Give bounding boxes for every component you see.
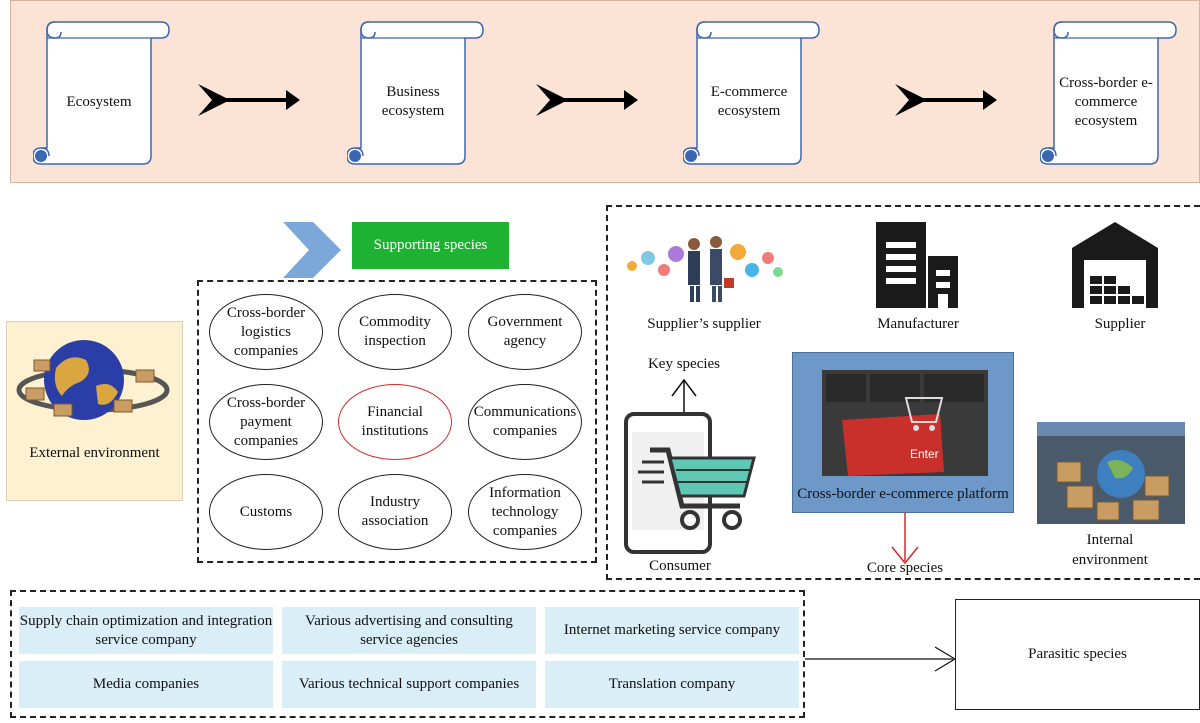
supporting-species-group: [197, 280, 597, 563]
supporting-item: Customs: [209, 474, 323, 550]
supplier-label: Supplier: [1094, 316, 1146, 332]
parasitic-item: Various advertising and consulting servi…: [282, 607, 536, 654]
stage-label: Cross-border e-commerce ecosystem: [1059, 74, 1153, 129]
parasitic-item: Translation company: [545, 661, 799, 708]
key-species-arrow: [671, 378, 697, 412]
supporting-item: Information technology companies: [468, 474, 582, 550]
parasitic-arrow: [805, 646, 957, 672]
manufacturer-label: Manufacturer: [877, 316, 959, 332]
suppliers-supplier-label: Supplier’s supplier: [647, 316, 761, 332]
external-environment-label: External environment: [29, 445, 160, 461]
stage-label: Ecosystem: [66, 93, 132, 110]
core-key-species-region: [606, 205, 1200, 580]
warehouse-icon: [1072, 222, 1158, 308]
stage-label: Business ecosystem: [381, 84, 445, 119]
stage-scroll-e-commerce-ecosystem: E-commerce ecosystem: [683, 18, 823, 168]
supporting-item: Communications companies: [468, 384, 582, 460]
globe-logistics-icon: [16, 340, 170, 420]
key-species-label: Key species: [647, 356, 721, 372]
parasitic-item: Various technical support companies: [282, 661, 536, 708]
parasitic-species-box: Parasitic species: [955, 599, 1200, 710]
consumer-label: Consumer: [649, 558, 711, 574]
internal-environment-label: Internal environment: [1072, 532, 1148, 568]
supporting-item: Cross-border logistics companies: [209, 294, 323, 370]
supporting-item: Commodity inspection: [338, 294, 452, 370]
parasitic-species-group: [10, 590, 805, 718]
parasitic-item: Supply chain optimization and integratio…: [19, 607, 273, 654]
stage-arrow-2: [536, 84, 638, 116]
stage-arrow-3: [895, 84, 997, 116]
shopping-cart-phone-icon: [624, 412, 756, 554]
suppliers-supplier-icon: [627, 236, 783, 302]
stage-scroll-business-ecosystem: Business ecosystem: [347, 18, 487, 168]
internal-environment-globe-icon: [1037, 422, 1185, 524]
stage-scroll-cross-border-ecosystem: Cross-border e-commerce ecosystem: [1040, 18, 1180, 168]
stage-arrow-1: [198, 84, 300, 116]
svg-text:Enter: Enter: [910, 447, 939, 461]
supporting-item-highlighted: Financial institutions: [338, 384, 452, 460]
factory-building-icon: [876, 222, 958, 308]
parasitic-item: Internet marketing service company: [545, 607, 799, 654]
chevron-right-icon: [283, 222, 341, 278]
supporting-item: Government agency: [468, 294, 582, 370]
supporting-item: Industry association: [338, 474, 452, 550]
supporting-species-badge: Supporting species: [352, 222, 509, 269]
core-species-label: Core species: [866, 560, 944, 576]
keyboard-cart-icon: Enter: [822, 370, 988, 476]
parasitic-item: Media companies: [19, 661, 273, 708]
platform-label: Cross-border e-commerce platform: [797, 485, 1009, 502]
stage-scroll-ecosystem: Ecosystem: [33, 18, 173, 168]
stage-label: E-commerce ecosystem: [710, 84, 788, 119]
core-species-arrow: [891, 513, 919, 565]
supporting-item: Cross-border payment companies: [209, 384, 323, 460]
